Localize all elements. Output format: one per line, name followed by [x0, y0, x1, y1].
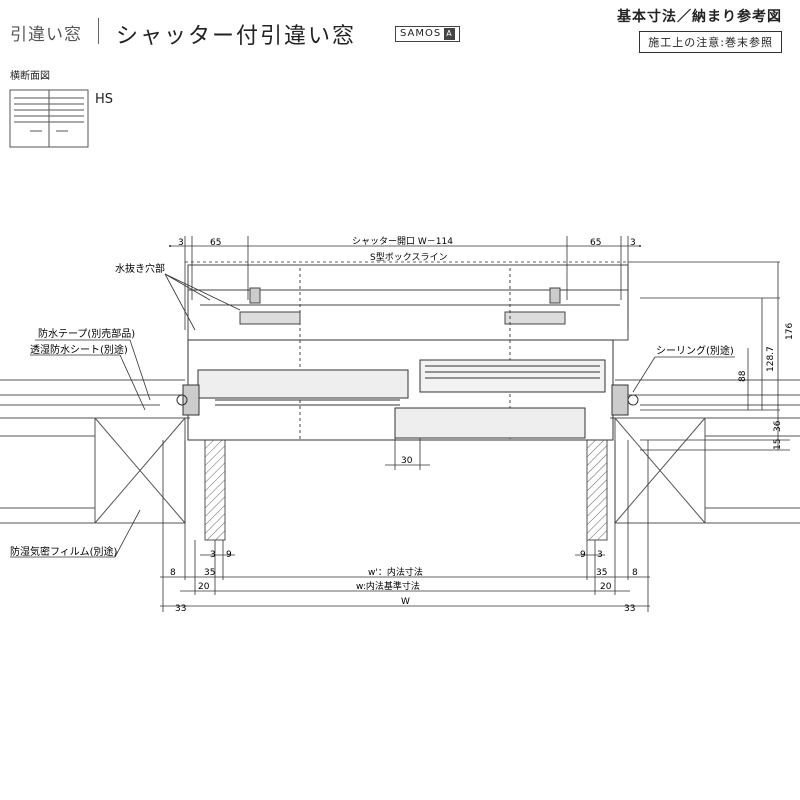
drain-hole-label: 水抜き穴部: [115, 262, 165, 275]
series-badge-mark: A: [444, 28, 455, 40]
dim-bottom-right-3: 3: [597, 550, 603, 560]
dim-right-35: 35: [596, 568, 607, 578]
dim-top-right-3: 3: [630, 238, 636, 248]
callout-lines: [10, 273, 735, 558]
window-thumbnail-icon: [9, 89, 89, 148]
dim-left-8: 8: [170, 568, 176, 578]
header-divider: [98, 18, 99, 44]
dim-top-right-65: 65: [590, 238, 601, 248]
section-view-label: 横断面図: [10, 71, 50, 82]
dim-30: 30: [401, 456, 413, 466]
overall-w-label: W: [401, 597, 410, 607]
section-heading: 基本寸法／納まり参考図: [617, 9, 782, 25]
dim-30-lines: [385, 438, 430, 470]
dim-top-left-65: 65: [210, 238, 221, 248]
page-title: シャッター付引違い窓: [116, 24, 357, 49]
dim-left-35: 35: [204, 568, 215, 578]
dim-top-left-3: 3: [178, 238, 184, 248]
box-line-label: S型ボックスライン: [370, 252, 447, 263]
dim-height-176: 176: [785, 323, 795, 340]
inner-w-prime-label: w'：内法寸法: [368, 566, 423, 578]
construction-note: 施工上の注意:巻末参照: [639, 31, 782, 53]
dim-height-88: 88: [738, 370, 748, 382]
category-label: 引違い窓: [10, 25, 82, 45]
sealing-label: シーリング(別途): [656, 344, 734, 357]
dim-right-33: 33: [624, 604, 635, 614]
dim-left-20: 20: [198, 582, 210, 592]
dim-height-36: 36: [773, 420, 783, 432]
wall-left: [0, 379, 226, 541]
series-badge-text: SAMOS: [400, 28, 442, 39]
moisture-sheet-label: 透湿防水シート(別途): [30, 343, 128, 356]
dim-height-15: 15: [773, 439, 783, 450]
dim-bottom-left-9: 9: [226, 550, 232, 560]
vapor-film-label: 防湿気密フィルム(別途): [10, 545, 118, 558]
dim-bottom-right-9: 9: [580, 550, 586, 560]
dim-bottom-left-3: 3: [210, 550, 216, 560]
dim-height-128-7: 128.7: [766, 346, 776, 372]
dim-right-8: 8: [632, 568, 638, 578]
window-frame: [176, 339, 639, 441]
window-type-code: HS: [95, 92, 114, 107]
dim-right-20: 20: [600, 582, 612, 592]
inner-w-label: w:内法基準寸法: [356, 580, 420, 592]
waterproof-tape-label: 防水テープ(別売部品): [38, 327, 135, 340]
shutter-opening-label: シャッター開口 W－114: [352, 236, 453, 247]
dim-left-33: 33: [175, 604, 186, 614]
top-dimensions: [169, 236, 790, 451]
bottom-dimension-lines: [160, 440, 650, 612]
